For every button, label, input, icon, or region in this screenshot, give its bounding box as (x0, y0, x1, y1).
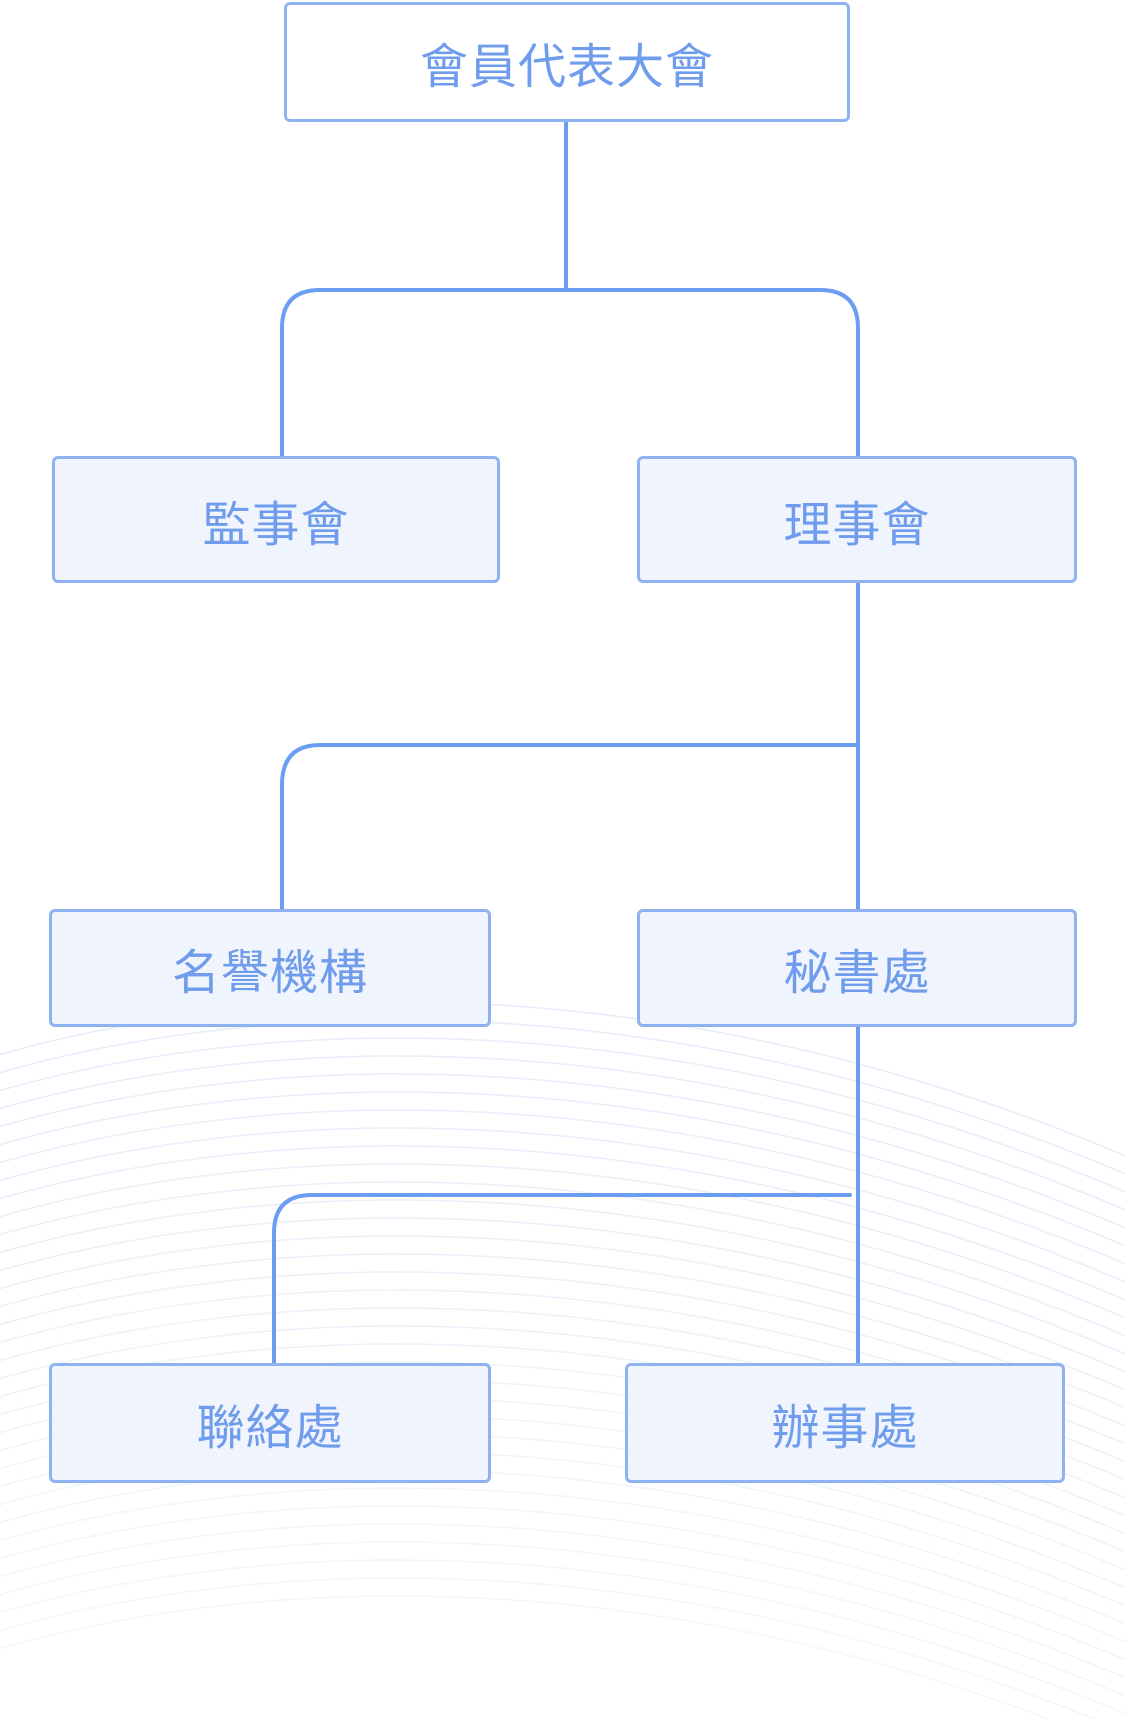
background-wave-line (0, 1127, 1125, 1283)
background-wave-line (0, 1073, 1125, 1229)
node-label: 聯絡處 (196, 1400, 344, 1456)
background-wave-line (0, 1001, 1125, 1157)
node-label: 名譽機構 (171, 945, 368, 1001)
background-wave-line (0, 1559, 1125, 1715)
background-wave-line (0, 1055, 1125, 1211)
background-wave-line (0, 1541, 1125, 1697)
node-general-assembly: 會員代表大會 (284, 2, 850, 122)
background-wave-line (0, 1091, 1125, 1247)
node-secretariat: 秘書處 (637, 909, 1077, 1027)
node-label: 會員代表大會 (419, 39, 714, 95)
node-label: 辦事處 (771, 1400, 919, 1456)
node-label: 秘書處 (783, 945, 931, 1001)
node-supervisory-board: 監事會 (52, 456, 500, 583)
background-wave-line (0, 1181, 1125, 1337)
connector-honorary-branch (280, 743, 860, 910)
node-honorary-organization: 名譽機構 (49, 909, 491, 1027)
background-wave-line (0, 1019, 1125, 1175)
background-wave-line (0, 1505, 1125, 1661)
background-wave-line (0, 1163, 1125, 1319)
background-wave-line (0, 1037, 1125, 1193)
node-board-of-directors: 理事會 (637, 456, 1077, 583)
background-wave-line (0, 1487, 1125, 1643)
background-wave-line (0, 1577, 1097, 1719)
node-liaison-office: 聯絡處 (49, 1363, 491, 1483)
node-label: 監事會 (202, 496, 350, 553)
background-wave-line (0, 1523, 1125, 1679)
background-wave-line (0, 1199, 1125, 1355)
background-wave-line (0, 1595, 1051, 1719)
background-wave-line (0, 1469, 1125, 1625)
background-wave-line (0, 1145, 1125, 1301)
connector-level1-branch (280, 288, 860, 457)
background-wave-line (0, 1109, 1125, 1265)
connector-liaison-branch (272, 1193, 852, 1364)
node-label: 理事會 (783, 496, 931, 553)
node-administrative-office: 辦事處 (625, 1363, 1065, 1483)
